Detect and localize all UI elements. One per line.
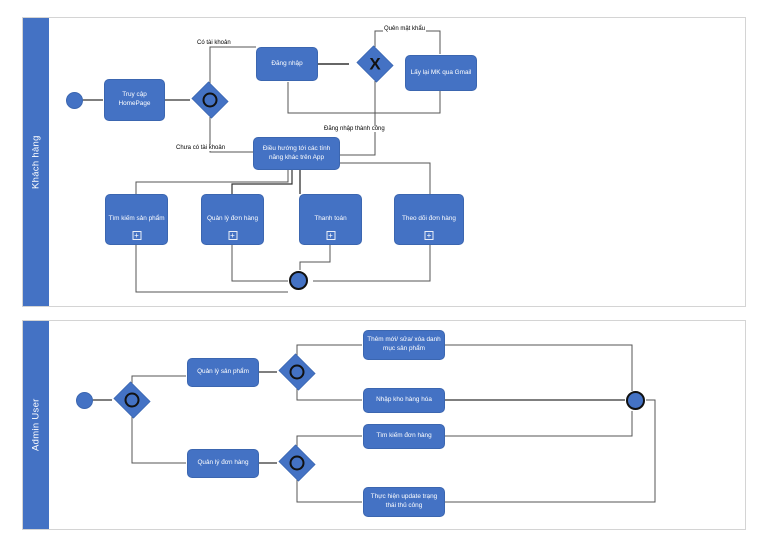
task-label: Đăng nhập — [271, 59, 303, 67]
task-lay-lai-mk-qua-gmail[interactable]: Lấy lại MK qua Gmail — [405, 55, 477, 91]
gateway-order-options[interactable] — [277, 444, 317, 482]
subprocess-expand-icon[interactable]: + — [228, 231, 237, 240]
end-event-admin — [626, 391, 645, 410]
task-label: Quản lý sản phẩm — [197, 368, 249, 376]
inclusive-gateway-icon — [289, 455, 305, 471]
gateway-admin-main[interactable] — [112, 381, 152, 419]
task-label: Nhập kho hàng hóa — [376, 396, 432, 404]
task-them-sua-xoa-danh-muc[interactable]: Thêm mới/ sửa/ xóa danh mục sản phẩm — [363, 330, 445, 360]
task-label: Theo dõi đơn hàng — [402, 214, 456, 222]
task-update-trang-thai-thu-cong[interactable]: Thực hiện update trạng thái thủ công — [363, 487, 445, 517]
task-label: Truy cập HomePage — [118, 91, 151, 107]
inclusive-gateway-icon — [289, 364, 305, 380]
task-label: Điều hướng tới các tính năng khác trên A… — [262, 144, 331, 161]
start-event-customer — [66, 92, 83, 109]
task-label: Thanh toán — [314, 214, 347, 222]
task-tim-kiem-don-hang[interactable]: Tìm kiếm đơn hàng — [363, 424, 445, 449]
task-label: Thực hiện update trạng thái thủ công — [370, 493, 438, 509]
task-nhap-kho-hang-hoa[interactable]: Nhập kho hàng hóa — [363, 388, 445, 413]
task-label: Tìm kiếm đơn hàng — [376, 432, 432, 440]
task-thanh-toan[interactable]: Thanh toán + — [299, 194, 362, 245]
subprocess-expand-icon[interactable]: + — [424, 231, 434, 240]
task-dang-nhap[interactable]: Đăng nhập — [256, 47, 318, 81]
edge-label-chua-co-tai-khoan: Chưa có tài khoản — [175, 145, 227, 151]
edge-label-quen-mat-khau: Quên mật khẩu — [383, 26, 427, 32]
gateway-login-result[interactable]: X — [355, 45, 395, 83]
task-label: Lấy lại MK qua Gmail — [410, 68, 472, 76]
lane-band-admin — [23, 321, 49, 529]
start-event-admin — [76, 392, 93, 409]
edge-label-dang-nhap-thanh-cong: Đăng nhập thành công — [323, 126, 386, 132]
exclusive-gateway-icon: X — [369, 54, 381, 74]
lane-label-customer: Khách hàng — [30, 135, 42, 189]
edge-label-co-tai-khoan: Có tài khoản — [196, 40, 232, 46]
end-event-customer — [289, 271, 308, 290]
gateway-product-options[interactable] — [277, 353, 317, 391]
inclusive-gateway-icon — [202, 92, 218, 108]
task-label: Tìm kiếm sản phẩm — [108, 214, 165, 222]
task-tim-kiem-san-pham[interactable]: Tìm kiếm sản phẩm + — [105, 194, 168, 245]
task-quan-ly-san-pham[interactable]: Quản lý sản phẩm — [187, 358, 259, 387]
task-quan-ly-don-hang[interactable]: Quản lý đơn hàng + — [201, 194, 264, 245]
inclusive-gateway-icon — [124, 392, 140, 408]
lane-band-customer — [23, 18, 49, 306]
task-truy-cap-homepage[interactable]: Truy cập HomePage — [104, 79, 165, 121]
gateway-account-check[interactable] — [190, 81, 230, 119]
task-label: Quản lý đơn hàng — [206, 214, 259, 222]
subprocess-expand-icon[interactable]: + — [326, 231, 335, 240]
lane-label-admin: Admin User — [30, 398, 42, 452]
task-admin-quan-ly-don-hang[interactable]: Quản lý đơn hàng — [187, 449, 259, 478]
task-dieu-huong-tinh-nang[interactable]: Điều hướng tới các tính năng khác trên A… — [253, 137, 340, 170]
task-label: Thêm mới/ sửa/ xóa danh mục sản phẩm — [367, 336, 441, 352]
task-label: Quản lý đơn hàng — [197, 459, 249, 467]
subprocess-expand-icon[interactable]: + — [132, 231, 141, 240]
task-theo-doi-don-hang[interactable]: Theo dõi đơn hàng + — [394, 194, 464, 245]
